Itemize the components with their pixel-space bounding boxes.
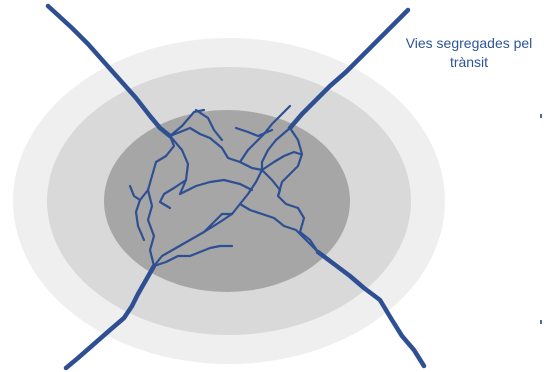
local-street: [134, 188, 150, 242]
route-southeast: [315, 249, 427, 369]
local-street: [178, 178, 254, 196]
local-street: [168, 126, 264, 172]
local-street-network: [128, 104, 320, 268]
segregated-routes: [45, 3, 427, 371]
edge-tick-mark: [540, 320, 542, 324]
local-street: [158, 178, 188, 210]
label-line-2: trànsit: [449, 54, 489, 70]
local-street: [194, 108, 224, 142]
local-street: [128, 184, 142, 202]
local-street: [260, 168, 282, 198]
route-northeast: [287, 7, 411, 131]
local-street: [238, 202, 320, 254]
inner-zone: [104, 110, 350, 292]
local-street: [168, 108, 206, 138]
local-street: [234, 126, 274, 138]
label-line-1: Vies segregades pel: [405, 35, 533, 51]
local-street: [152, 244, 234, 268]
local-street: [168, 134, 190, 196]
edge-tick-mark: [540, 114, 542, 118]
local-street: [202, 212, 234, 234]
local-street: [260, 150, 302, 172]
segregated-routes-label: Vies segregades pel trànsit: [394, 34, 544, 72]
route-southwest: [63, 263, 157, 371]
route-northwest: [45, 3, 173, 139]
